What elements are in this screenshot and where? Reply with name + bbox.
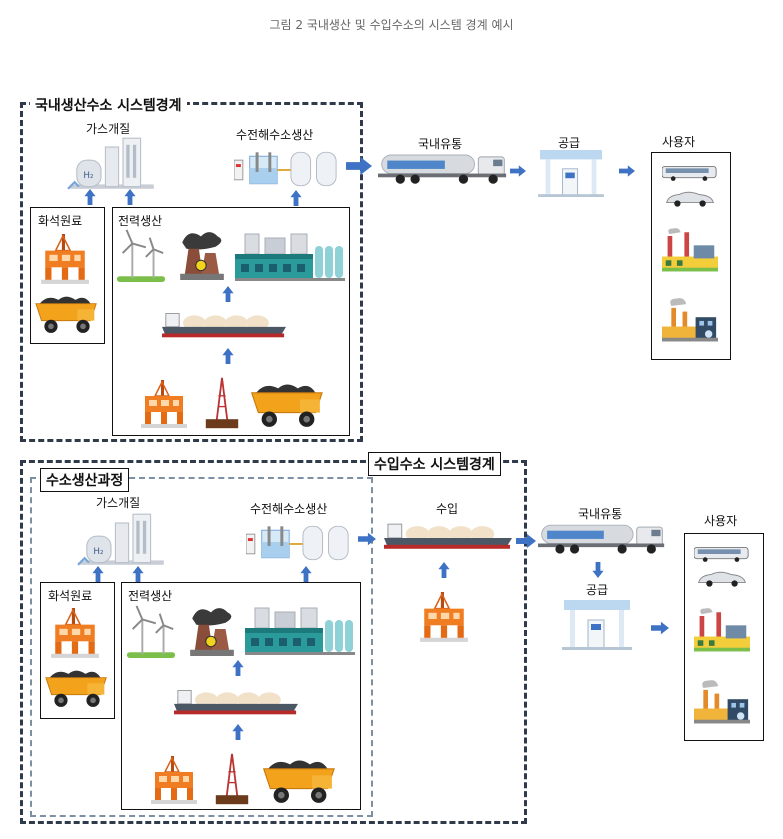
electrolysis-label: 수전해수소생산: [236, 128, 314, 142]
industrial-plant-icon: [694, 680, 750, 724]
import-label: 수입: [436, 502, 459, 516]
coal-truck-icon: [260, 760, 340, 804]
industrial-plant-icon: [662, 298, 718, 342]
domestic-boundary: [20, 102, 363, 442]
coal-truck-icon: [34, 296, 100, 334]
lng-ship-icon: [162, 307, 286, 339]
domestic-distribution-label: 국내유통: [578, 507, 623, 521]
car-icon: [662, 190, 718, 208]
import-boundary: [20, 460, 527, 824]
hydrogen-station-icon: [538, 150, 604, 197]
arrow-up-icon: [232, 724, 244, 740]
arrow-up-icon: [92, 566, 104, 582]
arrow-up-icon: [132, 566, 144, 582]
user-label: 사용자: [662, 135, 696, 149]
coal-truck-icon: [248, 384, 328, 428]
arrow-up-icon: [438, 562, 450, 578]
factory-icon: [662, 228, 718, 272]
nuclear-plant-icon: [188, 604, 236, 656]
supply-label: 공급: [586, 583, 609, 597]
arrow-up-icon: [300, 566, 312, 582]
oil-rig-icon: [50, 608, 100, 660]
electrolysis-icon: [246, 522, 354, 564]
supply-label: 공급: [558, 136, 581, 150]
arrow-up-icon: [84, 189, 96, 205]
oil-rig-icon: [420, 592, 468, 644]
user-label: 사용자: [704, 514, 738, 528]
power-generation-label: 전력생산: [118, 214, 163, 228]
hydrogen-station-icon: [562, 600, 632, 650]
fossil-fuel-label: 화석원료: [48, 589, 93, 603]
production-process-boundary: [30, 477, 373, 817]
arrow-up-icon: [222, 286, 234, 302]
lng-ship-icon: [384, 518, 512, 550]
car-icon: [694, 570, 750, 588]
gas-reforming-icon: [76, 512, 168, 567]
gas-reforming-icon: [66, 136, 158, 191]
user-box: [651, 152, 731, 360]
hydrogen-tanker-icon: [378, 151, 508, 185]
arrow-up-icon: [222, 348, 234, 364]
production-process-title: 수소생산과정: [40, 468, 130, 492]
domestic-distribution-label: 국내유통: [418, 137, 463, 151]
oil-rig-icon: [150, 756, 198, 806]
arrow-right-icon: [619, 165, 635, 177]
import-boundary-title: 수입수소 시스템경계: [368, 452, 501, 476]
wind-turbine-icon: [116, 228, 166, 282]
arrow-right-icon: [516, 534, 536, 548]
arrow-up-icon: [232, 660, 244, 676]
oil-rig-icon: [40, 234, 90, 286]
drill-rig-icon: [204, 376, 240, 430]
arrow-up-icon: [290, 190, 302, 206]
drill-rig-icon: [214, 752, 250, 806]
arrow-right-icon: [510, 165, 526, 177]
fossil-fuel-label: 화석원료: [38, 214, 83, 228]
figure-caption: 그림 2 국내생산 및 수입수소의 시스템 경계 예시: [269, 18, 514, 32]
arrow-up-icon: [124, 189, 136, 205]
oil-rig-icon: [140, 380, 188, 430]
coal-truck-icon: [44, 670, 110, 708]
electrolysis-icon: [234, 148, 342, 190]
gas-reforming-label: 가스개질: [96, 496, 141, 510]
wind-turbine-icon: [126, 604, 176, 658]
bus-icon: [694, 546, 750, 562]
fossil-fuel-box: [30, 207, 105, 344]
lng-ship-icon: [174, 684, 298, 716]
arrow-down-icon: [592, 562, 604, 578]
domestic-boundary-title: 국내생산수소 시스템경계: [30, 94, 187, 116]
arrow-right-icon: [358, 532, 376, 546]
arrow-right-icon: [346, 156, 372, 176]
electrolysis-label: 수전해수소생산: [250, 502, 328, 516]
gas-reforming-label: 가스개질: [86, 122, 131, 136]
bus-icon: [662, 165, 718, 181]
power-plant-icon: [244, 606, 356, 656]
power-generation-label: 전력생산: [128, 589, 173, 603]
power-plant-icon: [234, 232, 346, 282]
factory-icon: [694, 608, 750, 652]
arrow-right-icon: [651, 621, 669, 635]
hydrogen-tanker-icon: [538, 521, 666, 555]
nuclear-plant-icon: [178, 228, 226, 280]
